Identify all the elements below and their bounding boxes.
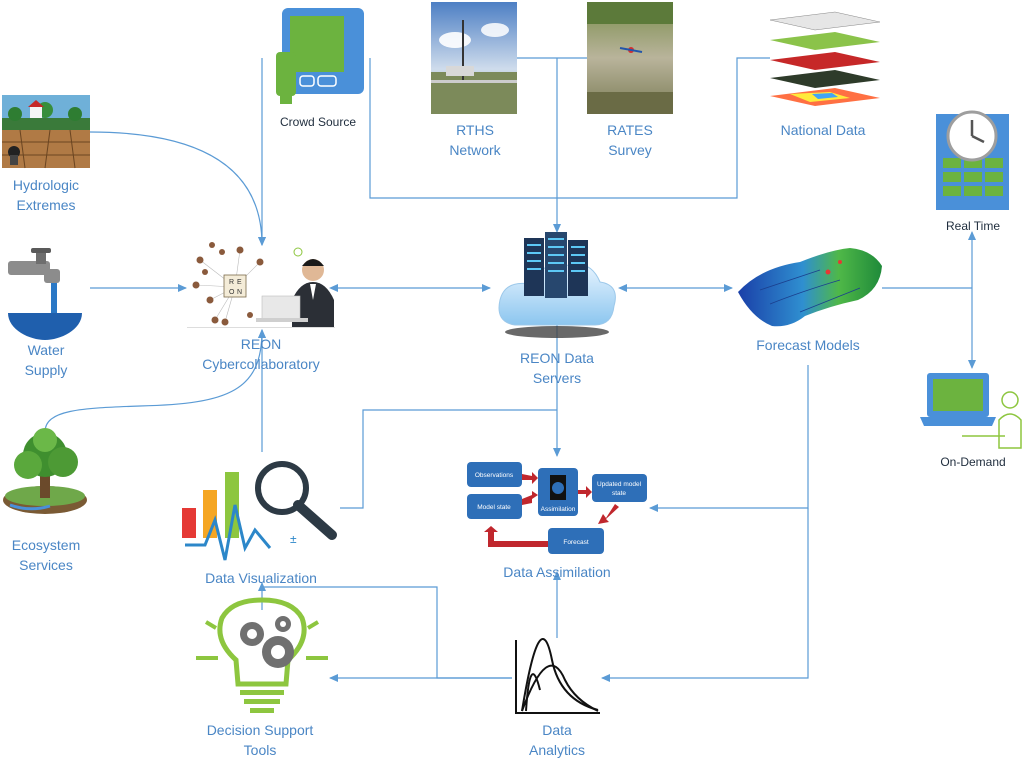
reon-logo-letter-o: O bbox=[229, 289, 235, 296]
connector-ecosystem-to-cyber bbox=[44, 329, 266, 433]
real-time-label: Real Time bbox=[945, 219, 1001, 233]
water-supply-label: Water Supply bbox=[24, 342, 68, 378]
updated-state-label-2: state bbox=[612, 490, 626, 497]
connector-hydrologic-to-cyber bbox=[89, 131, 266, 246]
connector-forecast-to-analytics bbox=[601, 508, 809, 682]
reon-cybercollaboratory-label: REON Cybercollaboratory bbox=[202, 336, 320, 372]
on-demand-icon bbox=[920, 373, 1022, 449]
on-demand-label: On-Demand bbox=[940, 455, 1006, 469]
reon-logo-letter-r: R bbox=[229, 279, 234, 286]
observations-box bbox=[467, 462, 522, 487]
svg-text:±: ± bbox=[290, 532, 297, 546]
model-state-label: Model state bbox=[477, 504, 511, 511]
decision-support-icon bbox=[196, 597, 328, 713]
decision-support-tools-label: Decision Support Tools bbox=[206, 722, 314, 758]
rths-network-label: RTHS Network bbox=[449, 122, 501, 158]
data-analytics-label: Data Analytics bbox=[528, 722, 586, 758]
data-assimilation-flow: Observations Model state Assimilation Up… bbox=[467, 462, 647, 554]
connector-forecast-to-assimilation bbox=[649, 365, 809, 512]
connector-analytics-to-viz bbox=[262, 586, 512, 679]
real-time-icon bbox=[936, 110, 1009, 210]
reon-data-servers-label: REON Data Servers bbox=[520, 350, 594, 386]
reon-logo-letter-e: E bbox=[237, 279, 242, 286]
forecast-box bbox=[548, 528, 604, 554]
hydrologic-extremes-image bbox=[2, 95, 90, 169]
rates-survey-photo bbox=[587, 2, 673, 114]
forecast-models-image bbox=[738, 248, 882, 327]
updated-state-label-1: Updated model bbox=[597, 481, 642, 488]
model-state-box bbox=[467, 494, 522, 519]
water-supply-icon bbox=[8, 248, 82, 340]
ecosystem-services-image bbox=[3, 428, 87, 514]
data-analytics-icon bbox=[515, 638, 600, 714]
connector-crowd-bus bbox=[369, 57, 770, 199]
observations-label: Observations bbox=[475, 472, 514, 479]
crowd-source-icon bbox=[276, 8, 364, 104]
reon-logo-letter-n: N bbox=[237, 289, 242, 296]
assimilation-label: Assimilation bbox=[541, 506, 576, 513]
connectors bbox=[44, 57, 976, 682]
forecast-label: Forecast bbox=[563, 539, 588, 546]
rates-survey-label: RATES Survey bbox=[607, 122, 653, 158]
updated-model-state-box bbox=[592, 474, 647, 502]
national-data-label: National Data bbox=[780, 122, 866, 138]
data-visualization-icon: ± bbox=[182, 461, 337, 561]
data-assimilation-label: Data Assimilation bbox=[503, 564, 611, 580]
reon-data-servers-image bbox=[498, 232, 616, 338]
rths-network-photo bbox=[431, 2, 517, 114]
forecast-models-label: Forecast Models bbox=[756, 337, 860, 353]
ecosystem-services-label: Ecosystem Services bbox=[11, 537, 81, 573]
data-visualization-label: Data Visualization bbox=[205, 570, 317, 586]
hydrologic-extremes-label: Hydrologic Extremes bbox=[12, 177, 80, 213]
connector-viz-to-servers bbox=[340, 409, 557, 509]
reon-cyber-image: R E O N bbox=[187, 242, 335, 328]
crowd-source-label: Crowd Source bbox=[279, 115, 357, 129]
national-data-layers bbox=[769, 11, 881, 106]
